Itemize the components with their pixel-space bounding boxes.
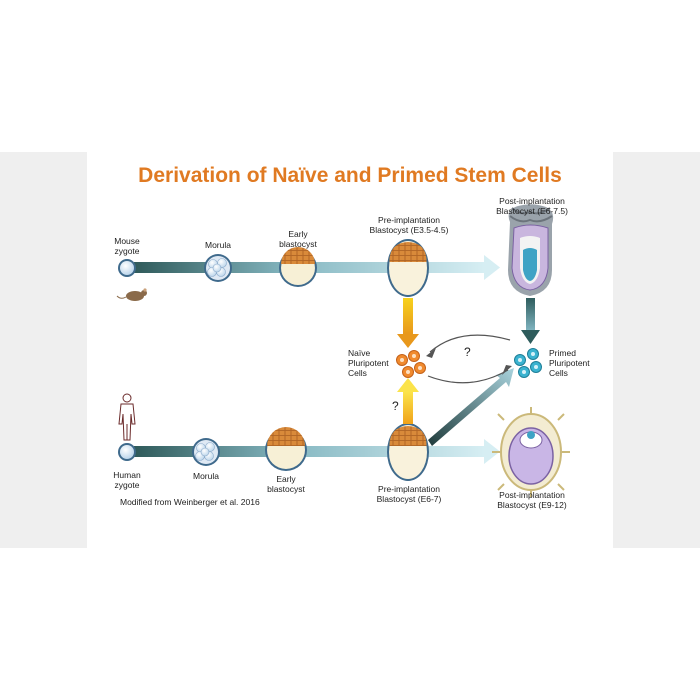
mouse-zygote-cell — [118, 259, 136, 277]
human-zygote-cell — [118, 443, 136, 461]
human-early-blastocyst — [265, 427, 307, 471]
mouse-zygote-label: Mouse zygote — [114, 236, 140, 256]
human-postimplantation-embryo — [492, 407, 570, 497]
primed-cells-cluster — [514, 348, 542, 378]
human-preimplantation-blastocyst — [387, 423, 429, 481]
mouse-early-blastocyst-label: Early blastocyst — [279, 229, 317, 249]
mouse-postimplantation-label: Post-implantation Blastocyst (E6-7.5) — [496, 196, 568, 216]
mouse-morula — [204, 254, 232, 282]
mouse-postimplantation-embryo — [508, 204, 554, 296]
mouse-to-primed-arrow — [521, 298, 540, 344]
question-mark-top: ? — [464, 345, 471, 359]
human-morula — [192, 438, 220, 466]
human-zygote-label: Human zygote — [113, 470, 141, 490]
human-early-blastocyst-label: Early blastocyst — [267, 474, 305, 494]
mouse-preimplantation-label: Pre-implantation Blastocyst (E3.5-4.5) — [369, 215, 449, 235]
slide-title: Derivation of Naïve and Primed Stem Cell… — [138, 164, 562, 187]
human-figure-icon — [118, 393, 136, 441]
mouse-icon — [116, 288, 147, 301]
mouse-early-blastocyst — [279, 247, 317, 287]
human-postimplantation-label: Post-implantation Blastocyst (E9-12) — [497, 490, 567, 510]
human-lineage-arrow — [134, 439, 500, 464]
human-preimplantation-label: Pre-implantation Blastocyst (E6-7) — [376, 484, 442, 504]
naive-cells-cluster — [396, 350, 426, 378]
mouse-to-naive-arrow — [397, 298, 419, 348]
conversion-cycle-arrows — [426, 334, 512, 384]
question-mark-left: ? — [392, 399, 399, 413]
primed-cells-label: Primed Pluripotent Cells — [549, 348, 590, 378]
human-to-primed-arrow — [428, 368, 514, 446]
citation-text: Modified from Weinberger et al. 2016 — [120, 497, 260, 507]
mouse-lineage-arrow — [134, 255, 500, 280]
mouse-morula-label: Morula — [205, 240, 231, 250]
mouse-preimplantation-blastocyst — [387, 239, 429, 297]
human-morula-label: Morula — [193, 471, 219, 481]
naive-cells-label: Naïve Pluripotent Cells — [348, 348, 389, 378]
human-to-naive-arrow — [397, 378, 419, 424]
